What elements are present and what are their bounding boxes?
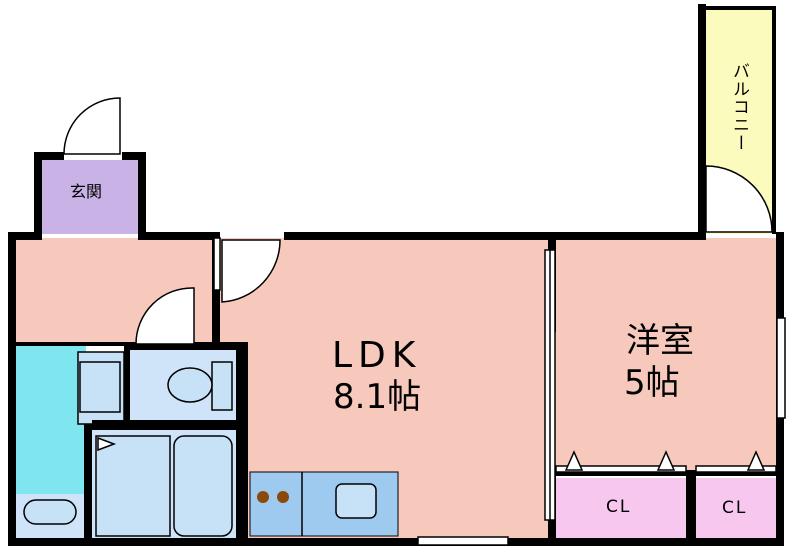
stove-burner-right (277, 491, 289, 503)
outer-wall-top-left (8, 232, 42, 240)
toilet-bowl (167, 367, 213, 403)
doors (63, 97, 773, 345)
west-room-window (776, 317, 786, 419)
fixtures (23, 361, 377, 537)
closet-1-folding-door (555, 465, 687, 473)
washroom-area (16, 346, 86, 494)
kitchen-sink (335, 483, 377, 519)
wet-area-wall-mid (124, 342, 130, 424)
washroom-top-wall (16, 342, 128, 346)
ldk-size-label: 8.1帖 (333, 377, 422, 417)
western-room-area (555, 238, 777, 474)
entrance-wall-top-left (34, 152, 64, 160)
wet-area-wall-right (236, 342, 248, 544)
entrance-wall-left (34, 152, 42, 238)
toilet-bottom-wall (92, 420, 242, 430)
balcony-wall-left (698, 4, 706, 240)
closet-divider-wall (686, 476, 696, 540)
balcony-rail-right (772, 10, 776, 234)
balcony-door-swing (705, 165, 773, 233)
entrance-label: 玄関 (70, 182, 103, 201)
ldk-label: LDK (332, 335, 422, 376)
washing-machine-pan (79, 361, 121, 413)
kitchen-counter-stove (249, 471, 303, 537)
toilet-tank (211, 361, 233, 411)
western-room-size-label: 5帖 (624, 363, 680, 403)
closet-hinge-icon-3 (746, 450, 766, 471)
closet-2-folding-door (695, 465, 777, 473)
toilet-door-swing (135, 287, 195, 345)
closet-1-label: CL (606, 497, 632, 517)
closet-hinge-icon-2 (656, 450, 676, 471)
toilet-top-wall (124, 342, 240, 350)
closet-top-wall (556, 470, 776, 476)
outer-wall-top-west (552, 232, 704, 240)
closet-2-label: CL (722, 498, 748, 518)
entrance-door-swing (63, 97, 121, 155)
ldk-window (213, 237, 221, 291)
outer-wall-top-mid (138, 232, 214, 240)
shower-head-icon (97, 436, 117, 452)
closet-hinge-icon (564, 450, 584, 471)
outer-wall-top-main (284, 232, 552, 240)
outer-wall-left (8, 232, 16, 544)
outer-wall-bottom (8, 538, 784, 546)
south-window (417, 536, 509, 546)
room-fills (14, 10, 777, 540)
closet-2-area (696, 478, 776, 538)
shower-area (95, 435, 171, 537)
balcony-label: バルコニー (729, 62, 749, 152)
entrance-wall-right (138, 152, 146, 238)
western-room-label: 洋室 (626, 321, 694, 361)
washbasin-bowl (23, 499, 77, 525)
stove-burner-left (257, 491, 269, 503)
ldk-door-swing (221, 239, 281, 303)
bathtub (173, 435, 233, 537)
balcony-rail-top (706, 6, 776, 10)
washroom-right-wall (84, 424, 92, 544)
openings (213, 237, 786, 546)
entrance-wall-top-right (122, 152, 146, 160)
entrance-area (42, 160, 138, 234)
closet-1-area (556, 478, 686, 538)
